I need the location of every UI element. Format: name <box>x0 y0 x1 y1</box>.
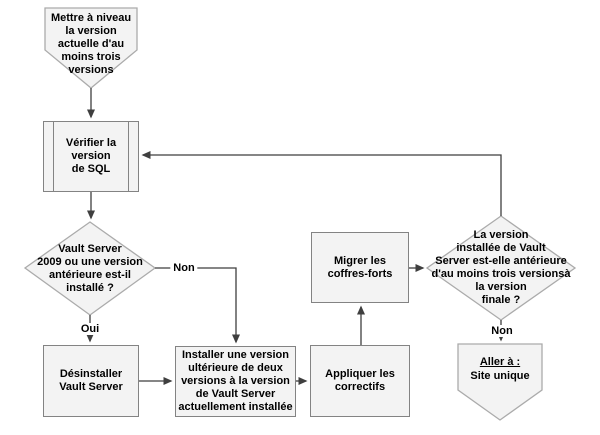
node-apply-patches-label: Appliquer les correctifs <box>325 368 395 393</box>
node-goto-site-unique: Aller à : Site unique <box>456 350 544 388</box>
predefined-process-left-bar <box>53 122 54 191</box>
goto-target-label: Site unique <box>470 370 530 382</box>
node-install-later: Installer une version ultérieure de deux… <box>175 346 296 417</box>
node-install-later-label: Installer une version ultérieure de deux… <box>178 349 293 413</box>
edge-decision-final-loop-to-check-sql <box>141 151 502 216</box>
start-offpage-connector-shape <box>44 7 138 89</box>
node-migrate-vaults: Migrer les coffres-forts <box>311 232 409 303</box>
node-uninstall: Désinstaller Vault Server <box>43 345 139 417</box>
goto-offpage-connector-shape <box>457 343 543 421</box>
node-uninstall-label: Désinstaller Vault Server <box>59 368 123 393</box>
node-check-sql: Vérifier la version de SQL <box>43 121 139 192</box>
node-apply-patches: Appliquer les correctifs <box>310 345 410 417</box>
decision-final-diamond-shape <box>425 215 577 321</box>
node-migrate-vaults-label: Migrer les coffres-forts <box>327 254 393 280</box>
goto-label: Aller à : <box>479 356 521 368</box>
predefined-process-right-bar <box>128 122 129 191</box>
edge-label-oui: Oui <box>77 323 103 335</box>
decision-2009-diamond-shape <box>23 221 157 316</box>
edge-label-non-decision-final: Non <box>488 325 516 337</box>
edge-decision-2009-non-to-install <box>155 267 240 344</box>
edge-label-non-decision-2009: Non <box>170 262 198 274</box>
node-check-sql-label: Vérifier la version de SQL <box>65 137 117 175</box>
